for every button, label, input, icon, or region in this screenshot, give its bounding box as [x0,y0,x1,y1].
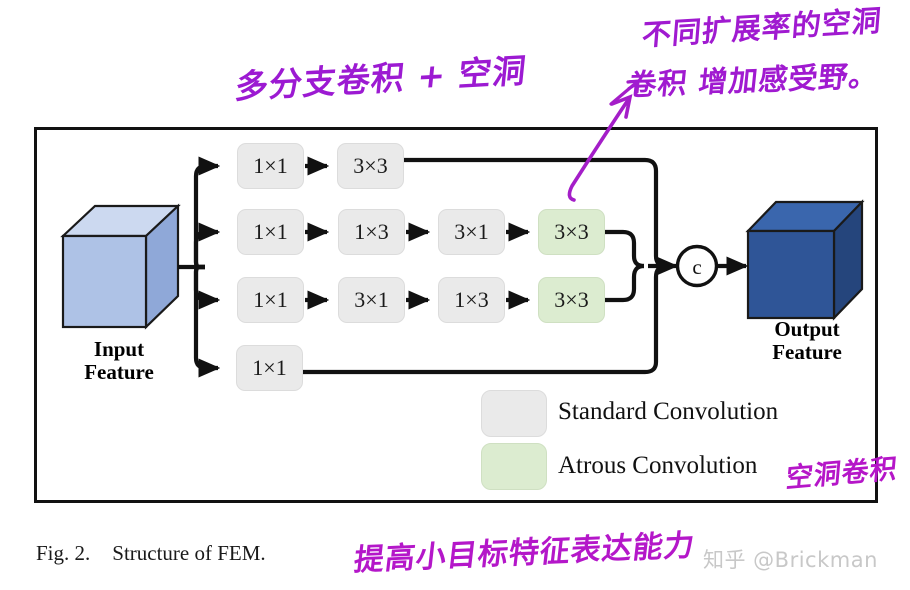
output-feature-label: Output Feature [742,318,872,363]
conv-box-b2-1[interactable]: 1×1 [237,209,304,255]
output-feature-label-line2: Feature [772,339,842,364]
conv-box-b2-4-atrous[interactable]: 3×3 [538,209,605,255]
concat-label: c [692,254,702,279]
figure-caption: Fig. 2. Structure of FEM. [36,541,266,566]
legend-label-atrous: Atrous Convolution [558,452,758,479]
conv-box-b4-1[interactable]: 1×1 [236,345,303,391]
conv-box-b2-2[interactable]: 1×3 [338,209,405,255]
handwriting-note-dilation-line2: 卷积 增加感受野。 [625,58,881,103]
legend-swatch-standard [481,390,547,437]
legend-label-standard: Standard Convolution [558,398,779,425]
conv-box-b3-2[interactable]: 3×1 [338,277,405,323]
output-feature-label-line1: Output [774,317,840,341]
conv-box-b2-3[interactable]: 3×1 [438,209,505,255]
input-feature-label: Input Feature [55,338,183,383]
conv-box-b3-4-atrous[interactable]: 3×3 [538,277,605,323]
handwriting-note-dilation-line1: 不同扩展率的空洞 [640,3,884,53]
conv-box-b1-1[interactable]: 1×1 [237,143,304,189]
conv-box-b3-1[interactable]: 1×1 [237,277,304,323]
conv-box-b3-3[interactable]: 1×3 [438,277,505,323]
handwriting-note-multibranch: 多分支卷积 + 空洞 [233,50,529,107]
handwriting-note-caption: 提高小目标特征表达能力 [352,528,697,579]
caption-title: Structure of FEM. [112,541,266,565]
input-feature-label-line2: Feature [84,359,154,384]
input-feature-label-line1: Input [93,337,145,361]
legend-swatch-atrous [481,443,547,490]
watermark: 知乎 @Brickman [703,548,878,572]
caption-figure-number: Fig. 2. [36,541,91,565]
conv-box-b1-2[interactable]: 3×3 [337,143,404,189]
